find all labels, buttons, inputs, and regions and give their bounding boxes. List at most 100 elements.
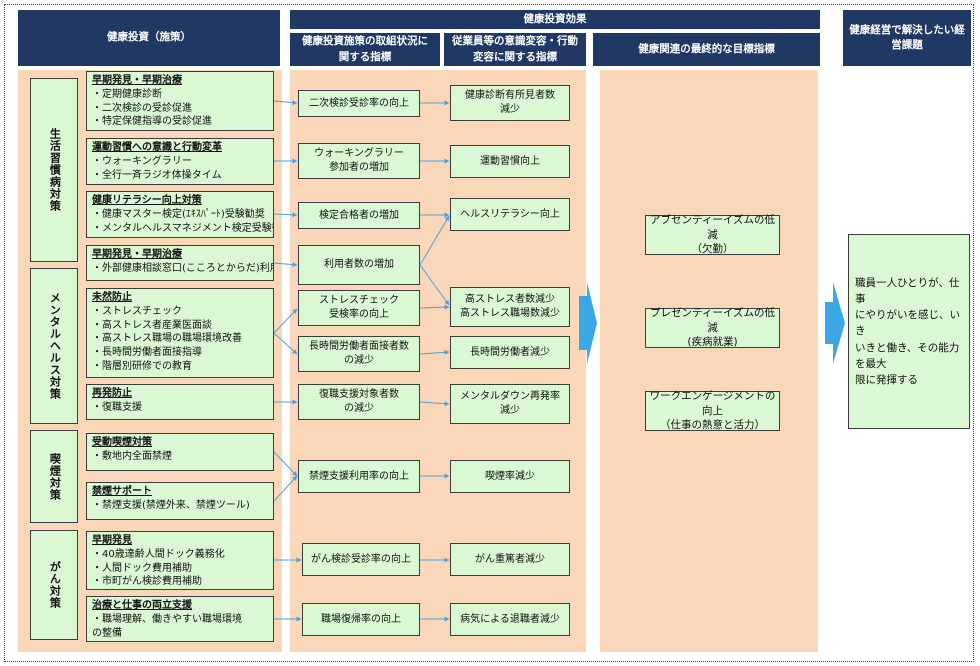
awareness-indicator-text: 長時間労働者減少 xyxy=(470,346,550,358)
initiative-item: ・40歳達齢人間ドック義務化 xyxy=(92,548,225,560)
initiative-item: ・健康マスター検定(ｴｷｽﾊﾟｰﾄ)受験勧奨 xyxy=(92,208,265,220)
connector-arrow xyxy=(419,401,450,407)
initiative-item: ・二次検診の受診促進 xyxy=(92,102,192,114)
connector-arrow xyxy=(273,451,298,477)
status-indicator-box: 長時間労働者面接者数の減少 xyxy=(298,336,420,372)
status-indicator-box: 検定合格者の増加 xyxy=(298,202,420,229)
awareness-indicator-box: メンタルダウン再発率減少 xyxy=(450,384,570,424)
category-label: がん対策 xyxy=(48,561,62,609)
header-goals: 健康関連の最終的な目標指標 xyxy=(593,33,820,66)
awareness-indicator-text: 減少 xyxy=(500,405,520,416)
header-awareness: 従業員等の意識変容・行動変容に関する指標 xyxy=(444,33,586,66)
header-status-line1: 健康投資施策の取組状況に xyxy=(302,35,428,48)
initiative-title: 健康リテラシー向上対策 xyxy=(92,195,202,206)
outer-frame xyxy=(4,4,974,662)
initiative-item: ・全行一斉ラジオ体操タイム xyxy=(92,169,222,181)
status-indicator-box: 職場復帰率の向上 xyxy=(302,603,420,636)
initiative-title: 受動喫煙対策 xyxy=(92,437,152,448)
awareness-indicator-box: ヘルスリテラシー向上 xyxy=(450,198,570,231)
status-indicator-text: の減少 xyxy=(344,355,374,366)
header-effects: 健康投資効果 xyxy=(290,10,820,29)
status-indicator-box: 二次検診受診率の向上 xyxy=(298,90,420,117)
awareness-indicator-box: がん重篤者減少 xyxy=(450,543,570,576)
initiative-item: ・高ストレス職場の職場環境改善 xyxy=(92,333,242,345)
header-awareness-line2: 変容に関する指標 xyxy=(473,50,557,63)
awareness-indicator-text: ヘルスリテラシー向上 xyxy=(460,208,560,220)
header-issues-line1: 健康経営で解決したい経 xyxy=(849,23,965,36)
initiative-title: 再発防止 xyxy=(92,388,132,399)
connector-arrow xyxy=(273,332,298,355)
status-indicator-text: 復職支援対象者数 xyxy=(319,389,399,400)
category-label: 生活習慣病対策 xyxy=(48,128,62,212)
final-issue-text: 職員一人ひとりが、仕事 xyxy=(855,276,960,305)
panel-goals xyxy=(600,70,818,652)
awareness-indicator-box: 病気による退職者減少 xyxy=(450,603,570,636)
initiative-box: 禁煙サポート ・禁煙支援(禁煙外来、禁煙ツール) xyxy=(86,482,274,520)
initiative-item: ・長時間労働者面接指導 xyxy=(92,347,202,359)
awareness-indicator-text: がん重篤者減少 xyxy=(475,553,545,565)
initiative-item: ・ウォーキングラリー xyxy=(92,155,192,167)
big-arrow-to-goals xyxy=(579,282,597,364)
initiative-title: 禁煙サポート xyxy=(92,486,152,497)
initiative-item: ・人間ドック費用補助 xyxy=(92,562,192,574)
initiative-item: ・職場理解、働きやすい職場環境 xyxy=(92,613,242,625)
awareness-indicator-text: 病気による退職者減少 xyxy=(460,613,560,625)
initiative-item: ・復職支援 xyxy=(92,401,142,413)
awareness-indicator-text: 高ストレス職場数減少 xyxy=(460,308,560,319)
initiative-box: 運動習慣への意識と行動変革 ・ウォーキングラリー ・全行一斉ラジオ体操タイム xyxy=(86,138,274,185)
connector-arrow xyxy=(273,262,298,268)
header-issues-line2: 営課題 xyxy=(891,39,923,51)
category-label: 喫煙対策 xyxy=(48,452,62,501)
awareness-indicator-box: 長時間労働者減少 xyxy=(450,336,570,369)
status-indicator-text: 長時間労働者面接者数 xyxy=(309,341,409,352)
big-arrow-to-issues xyxy=(825,282,845,364)
connector-arrow xyxy=(419,264,450,306)
initiative-item: ・外部健康相談窓口(こころとからだ)利用 xyxy=(92,262,274,274)
goal-text: (疾病就業) xyxy=(687,336,738,349)
goal-text: （欠勤） xyxy=(691,243,734,256)
awareness-indicator-box: 運動習慣向上 xyxy=(450,145,570,178)
initiative-title: 早期発見・早期治療 xyxy=(92,75,182,86)
header-issues: 健康経営で解決したい経営課題 xyxy=(843,10,971,66)
goal-text: プレゼンティーイズムの低減 xyxy=(649,306,776,334)
status-indicator-box: ストレスチェック受検率の向上 xyxy=(298,290,420,326)
initiative-item: ・高ストレス者産業医面談 xyxy=(92,319,212,331)
status-indicator-box: 復職支援対象者数の減少 xyxy=(298,384,420,420)
awareness-indicator-text: 健康診断有所見者数 xyxy=(465,90,555,101)
initiative-item: の整備 xyxy=(92,627,122,639)
connector-arrow xyxy=(273,475,298,502)
status-indicator-text: 検定合格者の増加 xyxy=(319,209,399,221)
category-lifestyle-disease: 生活習慣病対策 xyxy=(30,78,78,262)
initiative-item: ・メンタルヘルスマネジメント検定受験勧奨 xyxy=(92,222,274,234)
status-indicator-text: の減少 xyxy=(344,403,374,414)
category-label: メンタルヘルス対策 xyxy=(48,292,62,400)
status-indicator-text: ストレスチェック xyxy=(319,295,399,306)
final-issue-text: にやりがいを感じ、いき xyxy=(855,309,960,338)
initiative-item: ・階層別研修での教育 xyxy=(92,360,192,372)
status-indicator-text: 利用者数の増加 xyxy=(324,259,394,270)
category-cancer: がん対策 xyxy=(30,530,78,640)
category-mental-health: メンタルヘルス対策 xyxy=(30,268,78,424)
awareness-indicator-text: 運動習慣向上 xyxy=(480,155,540,167)
initiative-item: ・敷地内全面禁煙 xyxy=(92,450,172,462)
awareness-indicator-text: 高ストレス者数減少 xyxy=(465,294,555,305)
header-investment-text: 健康投資（施策） xyxy=(107,31,191,44)
status-indicator-text: 参加者の増加 xyxy=(328,162,389,173)
initiative-item: ・定期健康診断 xyxy=(92,88,162,100)
initiative-title: 治療と仕事の両立支援 xyxy=(92,600,192,611)
header-effects-text: 健康投資効果 xyxy=(523,12,587,25)
header-status-line2: 関する指標 xyxy=(338,50,392,63)
awareness-indicator-box: 高ストレス者数減少高ストレス職場数減少 xyxy=(450,287,570,327)
category-smoking: 喫煙対策 xyxy=(30,430,78,523)
status-indicator-box: がん検診受診率の向上 xyxy=(302,543,420,576)
status-indicator-text: ウォーキングラリー xyxy=(314,148,404,159)
header-status: 健康投資施策の取組状況に関する指標 xyxy=(290,33,440,66)
header-awareness-line1: 従業員等の意識変容・行動 xyxy=(452,35,578,48)
goal-text: ワークエンゲージメントの向上 xyxy=(649,389,776,417)
goal-text: アブセンティーイズムの低減 xyxy=(649,213,776,241)
connector-arrow xyxy=(419,349,450,355)
awareness-indicator-text: 喫煙率減少 xyxy=(485,470,535,482)
initiative-box: 再発防止 ・復職支援 xyxy=(86,384,274,420)
status-indicator-text: 受検率の向上 xyxy=(329,309,389,320)
